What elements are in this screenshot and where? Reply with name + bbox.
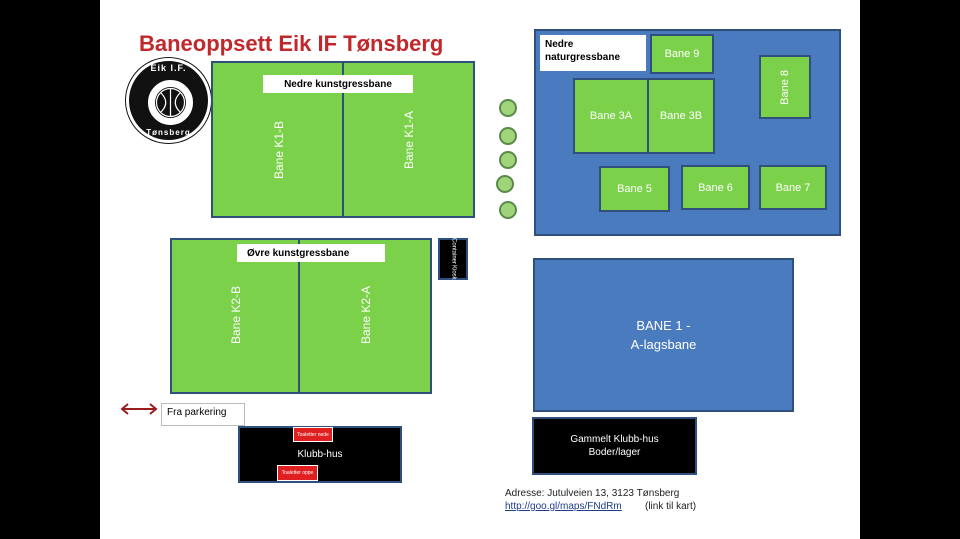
container-kiosk: Container Kiosk <box>438 238 468 280</box>
logo-ball-ring <box>148 80 193 125</box>
ovre-kunstgressbane <box>170 238 432 394</box>
bane-9: Bane 9 <box>650 34 714 74</box>
kiosk-label: Kiosk <box>450 265 457 280</box>
address-text: Adresse: Jutulveien 13, 3123 Tønsberg <box>505 488 680 499</box>
nedre-divider <box>342 63 344 216</box>
bane-6: Bane 6 <box>681 165 750 210</box>
fra-parkering-label: Fra parkering <box>161 403 245 426</box>
klubbhus-label: Klubb-hus <box>297 449 343 460</box>
parking-arrow-icon <box>119 402 159 416</box>
tree-icon <box>499 99 517 117</box>
tree-icon <box>496 175 514 193</box>
gammelt-klubbhus-label: Gammelt Klubb-hus <box>570 434 659 445</box>
bane-1-label: BANE 1 - <box>636 318 691 333</box>
bane-k2-a-label: Bane K2-A <box>359 285 373 345</box>
nedre-kunstgress-label: Nedre kunstgressbane <box>263 75 413 93</box>
club-logo: Eik I.F. Tønsberg <box>126 58 211 143</box>
bane-3b: Bane 3B <box>647 78 715 154</box>
tree-icon <box>499 127 517 145</box>
map-title: Baneoppsett Eik IF Tønsberg <box>139 31 444 56</box>
toilet-nede: Toaletter nede <box>293 427 333 442</box>
bane-1-a-lagsbane: BANE 1 - A-lagsbane <box>533 258 794 412</box>
bane-5: Bane 5 <box>599 166 670 212</box>
bane-k1-a-label: Bane K1-A <box>402 110 416 170</box>
a-lagsbane-label: A-lagsbane <box>630 337 697 352</box>
bane-k2-b-label: Bane K2-B <box>229 285 243 345</box>
container-label: Container <box>450 238 457 265</box>
bane-3a: Bane 3A <box>573 78 649 154</box>
naturgress-label-line1: Nedre <box>545 39 574 50</box>
tree-icon <box>499 151 517 169</box>
bane-7: Bane 7 <box>759 165 827 210</box>
ovre-kunstgress-label: Øvre kunstgressbane <box>237 244 385 262</box>
naturgress-label: Nedre naturgressbane <box>540 35 646 71</box>
ovre-divider <box>298 240 300 392</box>
gammelt-klubbhus: Gammelt Klubb-hus Boder/lager <box>532 417 697 475</box>
logo-ball-icon <box>155 87 186 118</box>
tree-icon <box>499 201 517 219</box>
map-link[interactable]: http://goo.gl/maps/FNdRm <box>505 501 622 512</box>
naturgress-label-line2: naturgressbane <box>545 52 621 63</box>
toilet-oppe: Toaletter oppe <box>277 465 318 481</box>
map-link-note: (link til kart) <box>645 501 697 512</box>
bane-8: Bane 8 <box>759 55 811 119</box>
logo-bottom-text: Tønsberg <box>146 128 191 137</box>
boder-lager-label: Boder/lager <box>588 447 641 458</box>
bane-k1-b-label: Bane K1-B <box>272 120 286 180</box>
bane-8-label: Bane 8 <box>779 69 791 105</box>
logo-top-text: Eik I.F. <box>150 63 187 73</box>
